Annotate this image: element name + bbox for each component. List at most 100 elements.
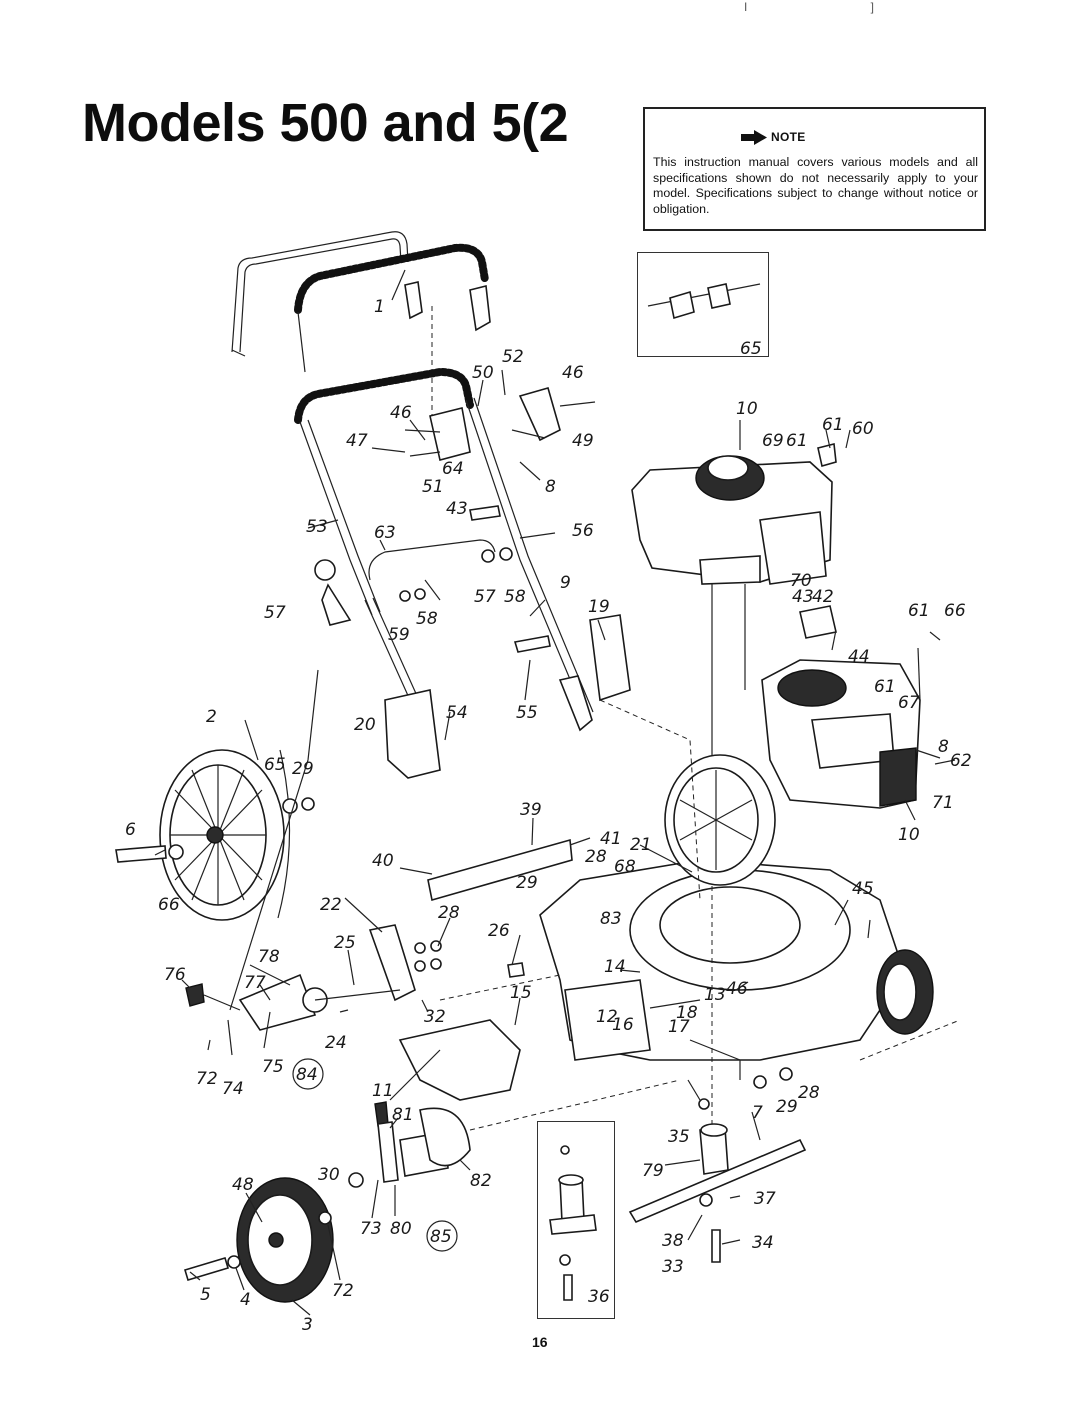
callout-79: 80 <box>390 1219 412 1239</box>
callout-29c: 29 <box>776 1097 798 1117</box>
callout-65: 65 <box>264 755 286 775</box>
callout-29d: 30 <box>318 1165 340 1185</box>
callout-80: 81 <box>392 1105 414 1125</box>
rear-wheel-right <box>664 754 776 886</box>
lower-handle <box>314 532 631 779</box>
callout-78: 79 <box>642 1161 664 1181</box>
callout-33: 34 <box>752 1233 774 1253</box>
front-wheel-right <box>876 949 934 1035</box>
callout-19: 19 <box>588 597 610 617</box>
callout-81: 82 <box>470 1171 492 1191</box>
callout-40: 41 <box>600 829 622 849</box>
callout-36: 37 <box>754 1189 776 1209</box>
callout-43: 43 <box>446 499 468 519</box>
callout-18: 18 <box>676 1003 698 1023</box>
inset-64-parts <box>647 283 761 320</box>
callout-35: 36 <box>588 1287 610 1307</box>
callout-70: 71 <box>932 793 954 813</box>
corner-marks: I ] <box>744 0 935 14</box>
callout-63: 64 <box>442 459 464 479</box>
callout-48: 49 <box>572 431 594 451</box>
callout-54: 55 <box>516 703 538 723</box>
blade-assembly <box>628 1067 807 1263</box>
callout-37: 38 <box>662 1231 684 1251</box>
note-label: NOTE <box>771 130 806 144</box>
inset-box-64 <box>637 252 769 357</box>
callout-66: 66 <box>944 601 966 621</box>
callout-83-ring <box>292 1058 324 1090</box>
callout-29b: 29 <box>516 873 538 893</box>
callout-46c: 47 <box>346 431 368 451</box>
callout-13: 13 <box>704 985 726 1005</box>
callout-68: 69 <box>762 431 784 451</box>
callout-25: 25 <box>334 933 356 953</box>
callout-38: 39 <box>520 800 542 820</box>
callout-34: 35 <box>668 1127 690 1147</box>
callout-69: 70 <box>790 571 812 591</box>
callout-62: 63 <box>374 523 396 543</box>
callout-59: 60 <box>852 419 874 439</box>
callout-84: 85 <box>430 1227 452 1247</box>
callout-61c: 61 <box>908 601 930 621</box>
callout-83: 84 <box>296 1065 318 1085</box>
inset-box-35 <box>537 1121 615 1319</box>
upper-handle <box>231 231 491 420</box>
callout-1: 1 <box>374 297 385 317</box>
callout-45: 46 <box>726 979 748 999</box>
callout-76: 77 <box>244 973 266 993</box>
page-title: Models 500 and 5(2 <box>82 93 569 153</box>
callout-41: 42 <box>812 587 834 607</box>
callout-26: 26 <box>488 921 510 941</box>
callout-8: 8 <box>545 477 556 497</box>
callout-49: 50 <box>472 363 494 383</box>
front-wheel-left <box>184 1177 334 1303</box>
callout-24: 24 <box>325 1033 347 1053</box>
callout-4: 4 <box>240 1290 251 1310</box>
callout-16: 16 <box>612 1015 634 1035</box>
callout-56: 57 <box>264 603 286 623</box>
callout-58b: 59 <box>388 625 410 645</box>
callout-66b: 67 <box>898 693 920 713</box>
callout-42: 43 <box>792 587 814 607</box>
callout-51: 52 <box>502 347 524 367</box>
part-callouts: 1 2 3 4 5 6 7 8 8 9 10 10 11 12 13 14 15… <box>125 297 972 1335</box>
middle-handle <box>294 367 596 716</box>
callout-61: 61 <box>822 415 844 435</box>
callout-64: 65 <box>740 339 762 359</box>
callout-20: 20 <box>354 715 376 735</box>
callout-46: 46 <box>562 363 584 383</box>
callout-75: 76 <box>164 965 186 985</box>
callout-30: 32 <box>424 1007 446 1027</box>
note-arrow-icon <box>741 130 767 145</box>
callout-65b: 66 <box>158 895 180 915</box>
callout-9: 9 <box>560 573 571 593</box>
front-height-adjuster <box>348 1101 471 1188</box>
callout-46b: 46 <box>390 403 412 423</box>
callout-74: 75 <box>262 1057 284 1077</box>
rear-wheel-left <box>115 749 315 921</box>
callout-12: 12 <box>596 1007 618 1027</box>
callout-11: 11 <box>372 1081 394 1101</box>
callout-67: 68 <box>614 857 636 877</box>
callout-52: 53 <box>306 517 328 537</box>
callout-43b: 44 <box>848 647 870 667</box>
deflector-shield <box>398 838 573 1101</box>
callout-53: 54 <box>446 703 468 723</box>
callout-84-ring <box>426 1220 458 1252</box>
callout-73: 74 <box>222 1079 244 1099</box>
callout-3: 3 <box>302 1315 313 1335</box>
callout-10b: 10 <box>898 825 920 845</box>
callout-28: 28 <box>585 847 607 867</box>
page-number: 16 <box>532 1334 548 1350</box>
callout-17: 17 <box>668 1017 690 1037</box>
callout-57: 57 <box>474 587 496 607</box>
callout-2: 2 <box>206 707 217 727</box>
callout-5: 5 <box>200 1285 211 1305</box>
callout-7: 7 <box>752 1103 763 1123</box>
callout-82: 83 <box>600 909 622 929</box>
engine-bottom <box>761 605 921 809</box>
callout-29: 29 <box>292 759 314 779</box>
callout-77: 78 <box>258 947 280 967</box>
height-adjuster <box>185 924 525 1031</box>
callout-57b: 58 <box>416 609 438 629</box>
